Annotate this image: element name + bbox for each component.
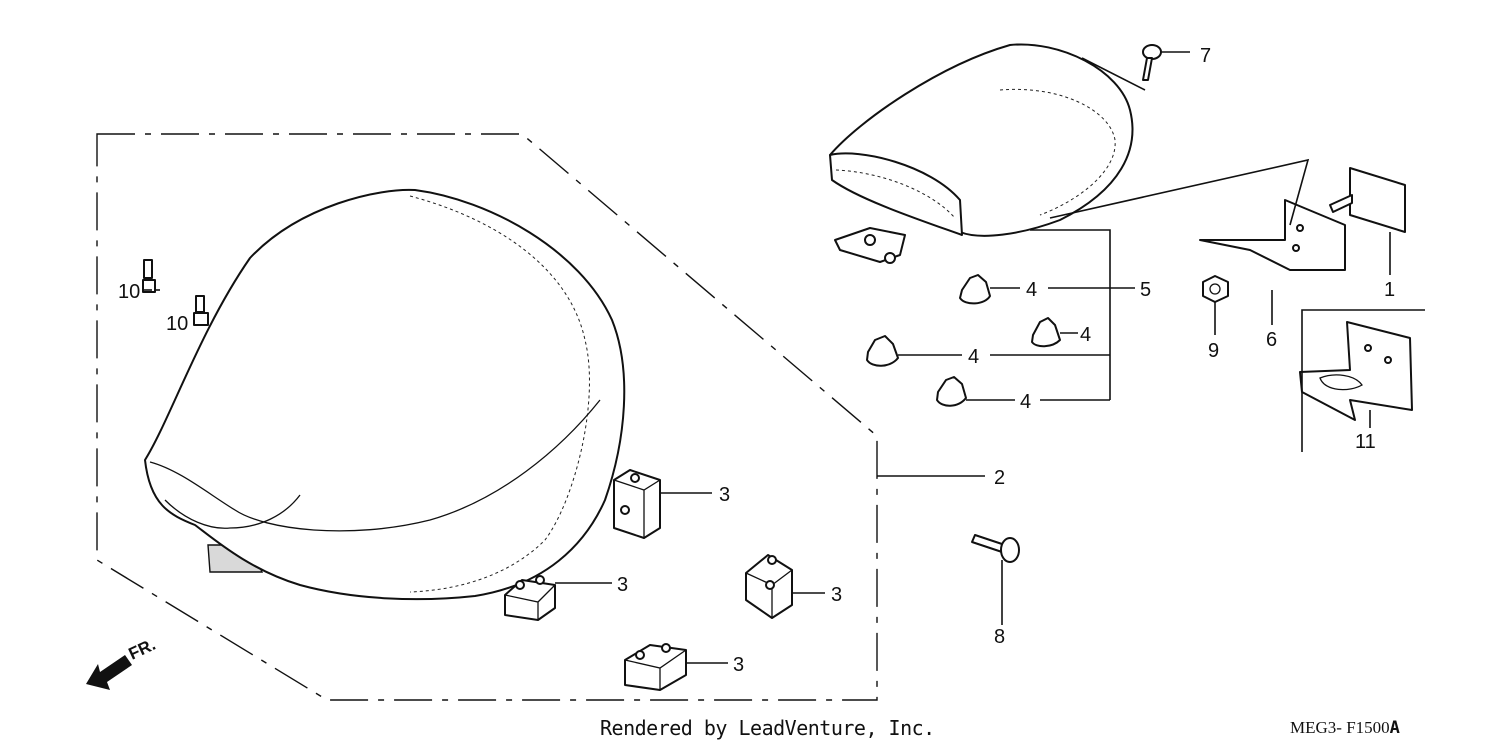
bolt-8[interactable] [971,534,1020,563]
seat-assembly-outline [96,133,878,701]
callout-3d: 3 [733,654,744,676]
diagram-code-text: MEG3- F1500 [1290,718,1390,737]
callout-7: 7 [1200,45,1211,67]
spacer-3c[interactable] [745,554,793,619]
callout-5: 5 [1140,279,1151,301]
diagram-code: MEG3- F1500A [1290,718,1400,738]
callout-10b: 10 [166,313,188,335]
cushion-4c[interactable] [866,335,899,367]
cushion-4d[interactable] [936,376,967,407]
nut-9[interactable] [1202,275,1229,303]
diagram-code-suffix: A [1389,718,1400,738]
callout-8: 8 [994,626,1005,648]
spacer-3d[interactable] [624,643,687,691]
bolt-10b[interactable] [193,295,209,326]
callout-3a: 3 [719,484,730,506]
callout-3c: 3 [831,584,842,606]
passenger-seat[interactable] [829,43,1134,264]
plate-1[interactable] [1329,167,1406,233]
callout-11: 11 [1355,431,1376,453]
rider-seat[interactable] [144,188,626,601]
spacer-3a[interactable] [613,469,661,539]
leader-lines [143,51,1391,664]
front-direction-label: FR. [126,635,159,664]
bracket-6[interactable] [1199,199,1346,271]
spacer-3b[interactable] [504,575,556,621]
footer-credit: Rendered by LeadVenture, Inc. [600,716,935,740]
cushion-4b[interactable] [1031,317,1061,348]
bolt-7[interactable] [1142,44,1162,81]
callout-4c: 4 [968,346,979,368]
front-direction-arrow: FR. [86,635,159,690]
callout-4d: 4 [1020,391,1031,413]
cushion-4a[interactable] [959,274,991,305]
inset-frame [1301,309,1425,452]
callout-10a: 10 [118,281,140,303]
callout-4b: 4 [1080,324,1091,346]
bracket-11[interactable] [1299,321,1413,421]
callout-9: 9 [1208,340,1219,362]
callout-1: 1 [1384,279,1395,301]
bolt-10a[interactable] [142,259,156,293]
callout-6: 6 [1266,329,1277,351]
callout-2: 2 [994,467,1005,489]
callout-3b: 3 [617,574,628,596]
callout-4a: 4 [1026,279,1037,301]
